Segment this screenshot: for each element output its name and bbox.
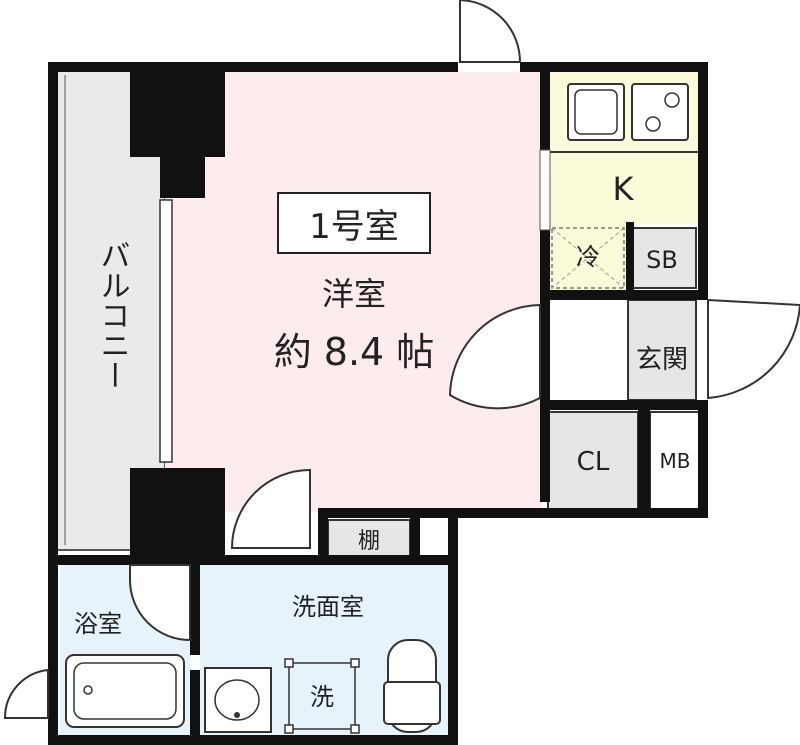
fridge-space: [551, 227, 625, 289]
sink-icon: [567, 83, 625, 141]
doors: [3, 0, 800, 719]
kitchen-label: K: [613, 170, 635, 208]
fridge-label: 冷: [576, 243, 600, 271]
washroom-label: 洗面室: [292, 593, 364, 621]
stove-icon: [631, 83, 689, 141]
room-number: 1号室: [309, 207, 399, 247]
western-room: [165, 72, 543, 512]
washer-space: [288, 662, 356, 730]
shoe-box-label: SB: [646, 246, 678, 274]
meter-box-label: MB: [660, 449, 691, 473]
washer-label: 洗: [310, 683, 334, 711]
balcony-label: バルコニー: [95, 240, 130, 390]
bathtub-icon: [65, 654, 185, 728]
walls: [48, 62, 708, 745]
shoe-box: [627, 227, 697, 289]
shelf-label: 棚: [358, 529, 380, 554]
entrance-label: 玄関: [636, 345, 688, 375]
western-size-label: 約 8.4 帖: [274, 330, 435, 374]
basin-icon: [204, 667, 272, 733]
western-label: 洋室: [322, 275, 386, 313]
room-number-box: [277, 192, 431, 254]
closet-label: CL: [577, 447, 610, 477]
bath-label: 浴室: [74, 610, 122, 638]
